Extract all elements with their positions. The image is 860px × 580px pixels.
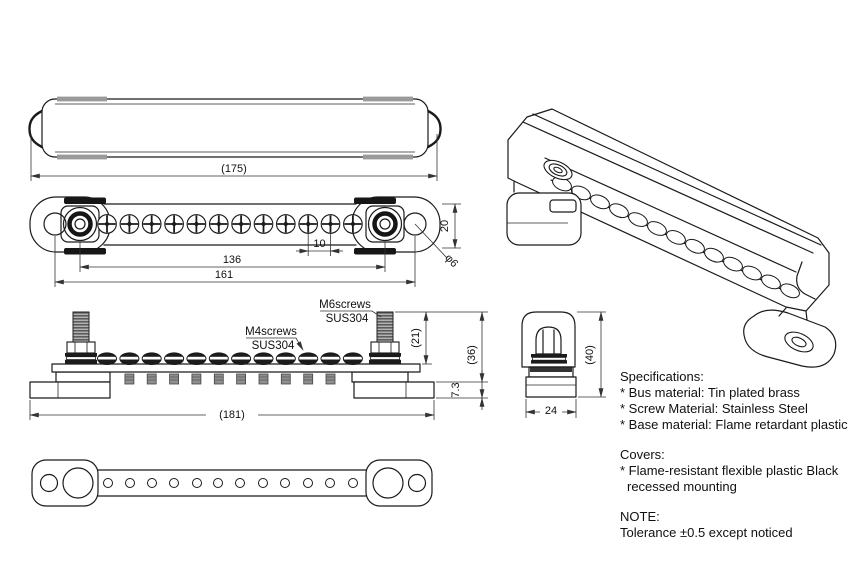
covers-title: Covers: <box>620 447 665 462</box>
end-base <box>525 376 577 398</box>
side-view: M6screws SUS304 M4screws SUS304 (21) (36… <box>29 299 488 421</box>
note-title: NOTE: <box>620 509 660 524</box>
bottom-view <box>31 459 433 507</box>
label-m6-material: SUS304 <box>326 313 369 325</box>
label-m6-screws: M6screws <box>319 299 371 311</box>
front-m4-screw-row <box>96 213 364 235</box>
iso-body <box>507 108 830 312</box>
side-left-foot-step <box>55 371 111 383</box>
side-m4-screw-row <box>97 352 363 365</box>
side-left-m6-stud <box>64 311 98 365</box>
dim-base-height: 7.3 <box>450 382 462 397</box>
top-view-left-ear <box>28 109 44 149</box>
dim-overall-length: (181) <box>219 409 245 421</box>
side-left-foot-base <box>29 381 111 399</box>
dim-screw-pitch: 10 <box>313 238 325 250</box>
side-right-m6-stud <box>368 311 402 365</box>
end-view: 24 (40) <box>521 311 606 418</box>
bottom-right-block <box>365 459 433 507</box>
front-right-mount-hole <box>403 212 427 236</box>
spec-item: * Screw Material: Stainless Steel <box>620 401 808 416</box>
bottom-left-large-hole <box>62 467 94 499</box>
dim-mount-hole-dia: φ6 <box>442 252 460 270</box>
dim-end-width: 24 <box>545 405 557 417</box>
top-view: (175) <box>28 96 442 181</box>
dim-stud-height: (21) <box>410 328 422 348</box>
bottom-left-block <box>31 459 99 507</box>
front-left-m6-terminal <box>62 206 98 242</box>
side-right-foot-step <box>351 371 409 383</box>
spec-item: * Base material: Flame retardant plastic <box>620 417 848 432</box>
dim-terminal-span: 136 <box>223 254 241 266</box>
dim-bar-height: 20 <box>439 220 451 232</box>
top-view-cover <box>41 98 429 158</box>
note-body: Tolerance ±0.5 except noticed <box>620 525 793 540</box>
specifications-title: Specifications: <box>620 369 704 384</box>
iso-end-notch <box>796 261 816 300</box>
bottom-hole-row <box>103 478 358 488</box>
iso-foot-hole <box>784 331 814 353</box>
notes-block: Specifications: * Bus material: Tin plat… <box>620 369 860 541</box>
front-bus-strip <box>103 203 357 246</box>
end-cover-profile <box>521 311 576 368</box>
spec-item: * Bus material: Tin plated brass <box>620 385 800 400</box>
covers-item: recessed mounting <box>627 479 737 494</box>
label-m4-screws: M4screws <box>245 326 297 338</box>
label-m4-material: SUS304 <box>252 340 295 352</box>
bottom-left-small-hole <box>39 473 59 493</box>
dim-overall-height: (36) <box>466 345 478 365</box>
iso-m6-terminal <box>543 159 573 181</box>
side-bus-bar <box>51 363 421 373</box>
bottom-right-small-hole <box>407 473 427 493</box>
iso-screw-row <box>552 176 800 299</box>
iso-left-foot <box>506 192 582 246</box>
side-right-foot-base <box>353 381 435 399</box>
bottom-strip <box>97 469 367 497</box>
covers-item: * Flame-resistant flexible plastic Black <box>620 463 839 478</box>
bottom-right-large-hole <box>372 467 404 499</box>
top-view-right-ear <box>426 109 442 149</box>
dim-mount-hole-span: 161 <box>215 269 233 281</box>
front-view: 10 136 161 20 φ6 <box>29 196 461 287</box>
dim-top-length: (175) <box>221 163 247 175</box>
side-nub-row <box>124 373 336 385</box>
dim-end-height: (40) <box>584 345 596 365</box>
isometric-view <box>506 108 837 368</box>
front-left-mount-hole <box>43 212 67 236</box>
front-right-m6-terminal <box>367 206 403 242</box>
